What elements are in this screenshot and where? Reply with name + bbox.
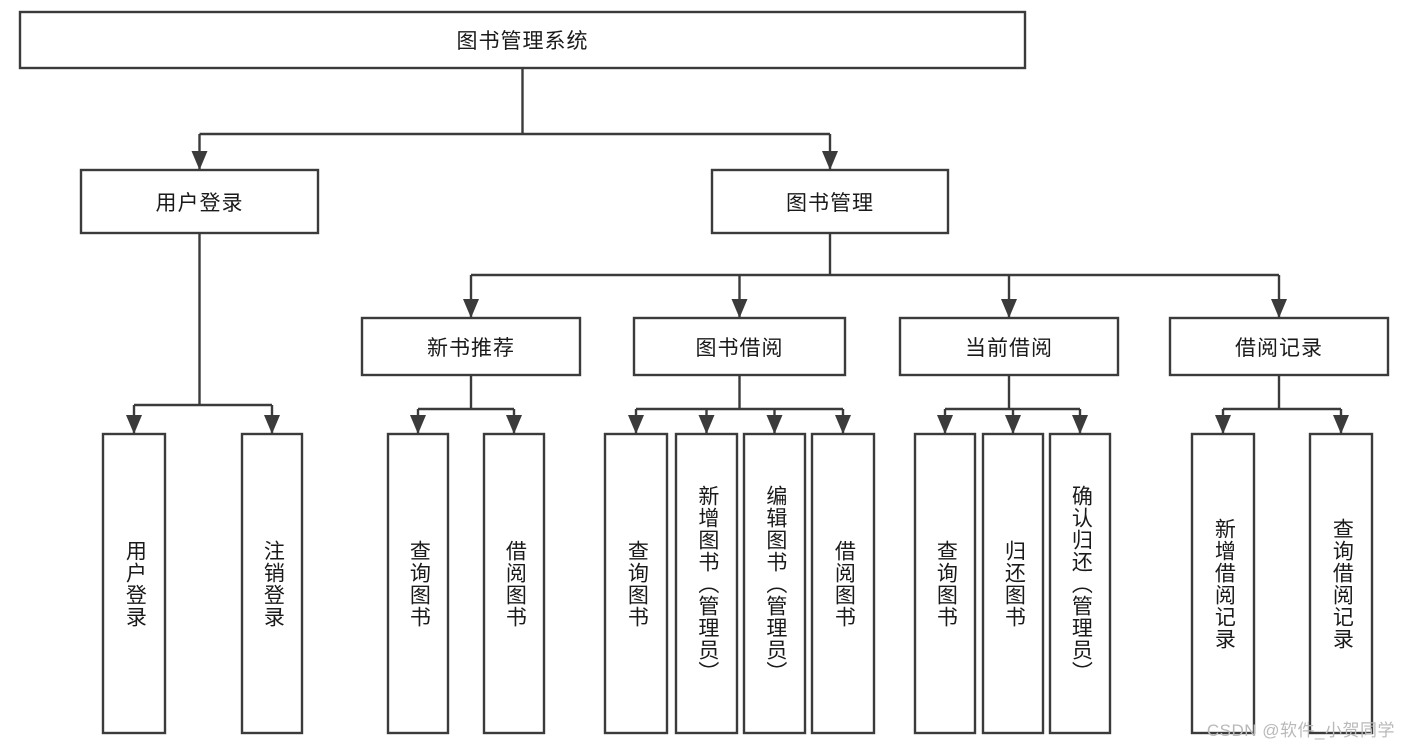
node-box-leaf-add-borrow-record[interactable]	[1190, 432, 1256, 735]
arrow-head-icon	[1001, 299, 1017, 318]
node-box-leaf-add-book-admin[interactable]	[674, 432, 739, 735]
node-box-user-login[interactable]	[79, 168, 320, 235]
arrow-head-icon	[937, 415, 953, 434]
arrow-head-icon	[822, 151, 838, 170]
arrow-head-icon	[835, 415, 851, 434]
arrow-head-icon	[1215, 415, 1231, 434]
arrow-head-icon	[766, 415, 783, 434]
arrow-head-icon	[410, 415, 426, 434]
node-box-leaf-user-login[interactable]	[101, 432, 167, 735]
node-box-leaf-query-borrow-record[interactable]	[1308, 432, 1374, 735]
node-box-current-borrow[interactable]	[898, 316, 1120, 377]
watermark: CSDN @软件_小贺同学	[1206, 721, 1395, 740]
arrow-head-icon	[1005, 415, 1021, 434]
arrow-head-icon	[1271, 299, 1287, 318]
node-box-leaf-return-book[interactable]	[981, 432, 1045, 735]
node-box-leaf-edit-book-admin[interactable]	[742, 432, 807, 735]
connector-layer	[126, 68, 1349, 434]
node-box-new-book-recommend[interactable]	[360, 316, 582, 377]
node-box-root[interactable]	[18, 10, 1027, 70]
arrow-head-icon	[1333, 415, 1349, 434]
arrow-head-icon	[463, 299, 479, 318]
node-box-borrow-record[interactable]	[1168, 316, 1390, 377]
node-box-leaf-borrow-book-borrow[interactable]	[810, 432, 876, 735]
node-box-leaf-query-book-current[interactable]	[913, 432, 977, 735]
arrow-head-icon	[1072, 415, 1088, 434]
arrow-head-icon	[126, 415, 142, 434]
node-box-book-manage[interactable]	[710, 168, 950, 235]
arrow-head-icon	[628, 415, 644, 434]
node-box-book-borrow[interactable]	[632, 316, 847, 377]
arrow-head-icon	[191, 151, 208, 170]
node-box-leaf-borrow-book-recommend[interactable]	[482, 432, 546, 735]
node-box-leaf-query-book-borrow[interactable]	[603, 432, 669, 735]
arrow-head-icon	[506, 415, 522, 434]
node-box-leaf-confirm-return-admin[interactable]	[1048, 432, 1112, 735]
node-box-leaf-logout-login[interactable]	[240, 432, 304, 735]
arrow-head-icon	[698, 415, 715, 434]
arrow-head-icon	[731, 299, 748, 318]
arrow-head-icon	[264, 415, 280, 434]
node-box-leaf-query-book-recommend[interactable]	[386, 432, 450, 735]
node-layer	[18, 10, 1390, 735]
